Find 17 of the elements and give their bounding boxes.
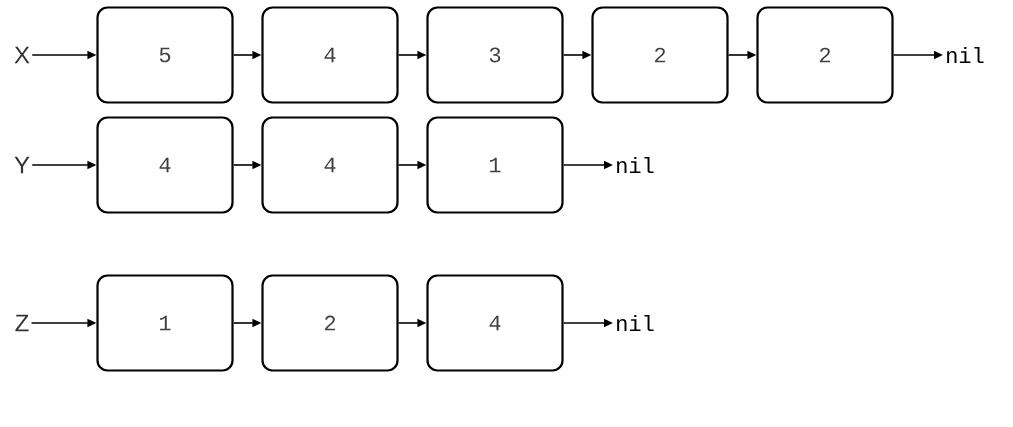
list-node-box: 1 — [426, 116, 564, 214]
list-node-box: 4 — [426, 274, 564, 372]
nil-label: nil — [617, 315, 654, 331]
list-name: Y — [14, 156, 30, 174]
list-node-box: 4 — [96, 116, 234, 214]
list-node-box: 2 — [591, 6, 729, 104]
list-node-box: 2 — [756, 6, 894, 104]
nil-label: nil — [617, 157, 654, 173]
list-name: Z — [15, 314, 29, 332]
list-node-box: 3 — [426, 6, 564, 104]
list-node-box: 2 — [261, 274, 399, 372]
list-node-box: 5 — [96, 6, 234, 104]
list-name: X — [14, 46, 30, 64]
list-node-box: 1 — [96, 274, 234, 372]
list-node-box: 4 — [261, 6, 399, 104]
nil-label: nil — [947, 47, 984, 63]
list-node-box: 4 — [261, 116, 399, 214]
